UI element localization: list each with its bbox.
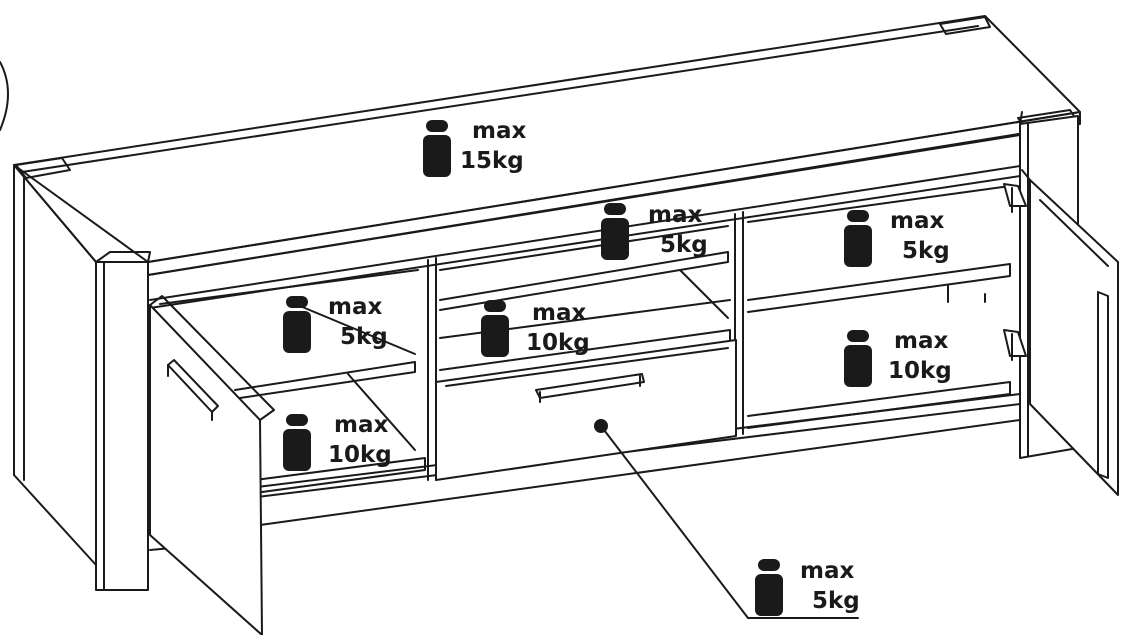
center-upper-weight-max: max (648, 202, 703, 228)
weight-icon (601, 203, 629, 260)
center-middle-weight-max: max (532, 300, 587, 326)
drawer-weight-value: 5kg (812, 588, 860, 614)
left-upper-weight-value: 5kg (340, 324, 388, 350)
weight-icon (844, 210, 872, 267)
right-upper-weight-value: 5kg (902, 238, 950, 264)
top-weight-label: max 15kg (460, 116, 527, 176)
left-upper-weight-label: max 5kg (328, 292, 388, 352)
cabinet-top (13, 15, 1081, 276)
left-door (149, 295, 275, 635)
center-middle-weight-label: max 10kg (526, 298, 590, 358)
left-compartment (159, 269, 426, 493)
right-upper-weight-max: max (890, 208, 945, 234)
weight-icon (755, 559, 783, 616)
drawer-callout (594, 419, 859, 619)
left-lower-weight-max: max (334, 412, 389, 438)
weight-icon (283, 296, 311, 353)
drawer-weight-label: max 5kg (800, 556, 860, 616)
weight-icon (481, 300, 509, 357)
center-upper-weight-value: 5kg (660, 232, 708, 258)
right-lower-weight-max: max (894, 328, 949, 354)
right-compartment (747, 185, 1011, 429)
right-upper-weight-label: max 5kg (890, 206, 950, 266)
weight-icon (844, 330, 872, 387)
weight-icon (283, 414, 311, 471)
left-upper-weight-max: max (328, 294, 383, 320)
drawer (435, 339, 737, 481)
top-weight-value: 15kg (460, 148, 524, 174)
left-front-post (95, 251, 151, 591)
top-weight-max: max (472, 118, 527, 144)
left-side (13, 164, 97, 566)
right-lower-weight-value: 10kg (888, 358, 952, 384)
left-lower-weight-label: max 10kg (328, 410, 392, 470)
step-circle-fragment (0, 61, 9, 131)
center-middle-weight-value: 10kg (526, 330, 590, 356)
center-upper-weight-label: max 5kg (648, 200, 708, 260)
drawer-weight-max: max (800, 558, 855, 584)
left-lower-weight-value: 10kg (328, 442, 392, 468)
weight-icon (423, 120, 451, 177)
right-lower-weight-label: max 10kg (888, 326, 952, 386)
right-door (1003, 169, 1119, 496)
weight-icons (283, 120, 872, 616)
